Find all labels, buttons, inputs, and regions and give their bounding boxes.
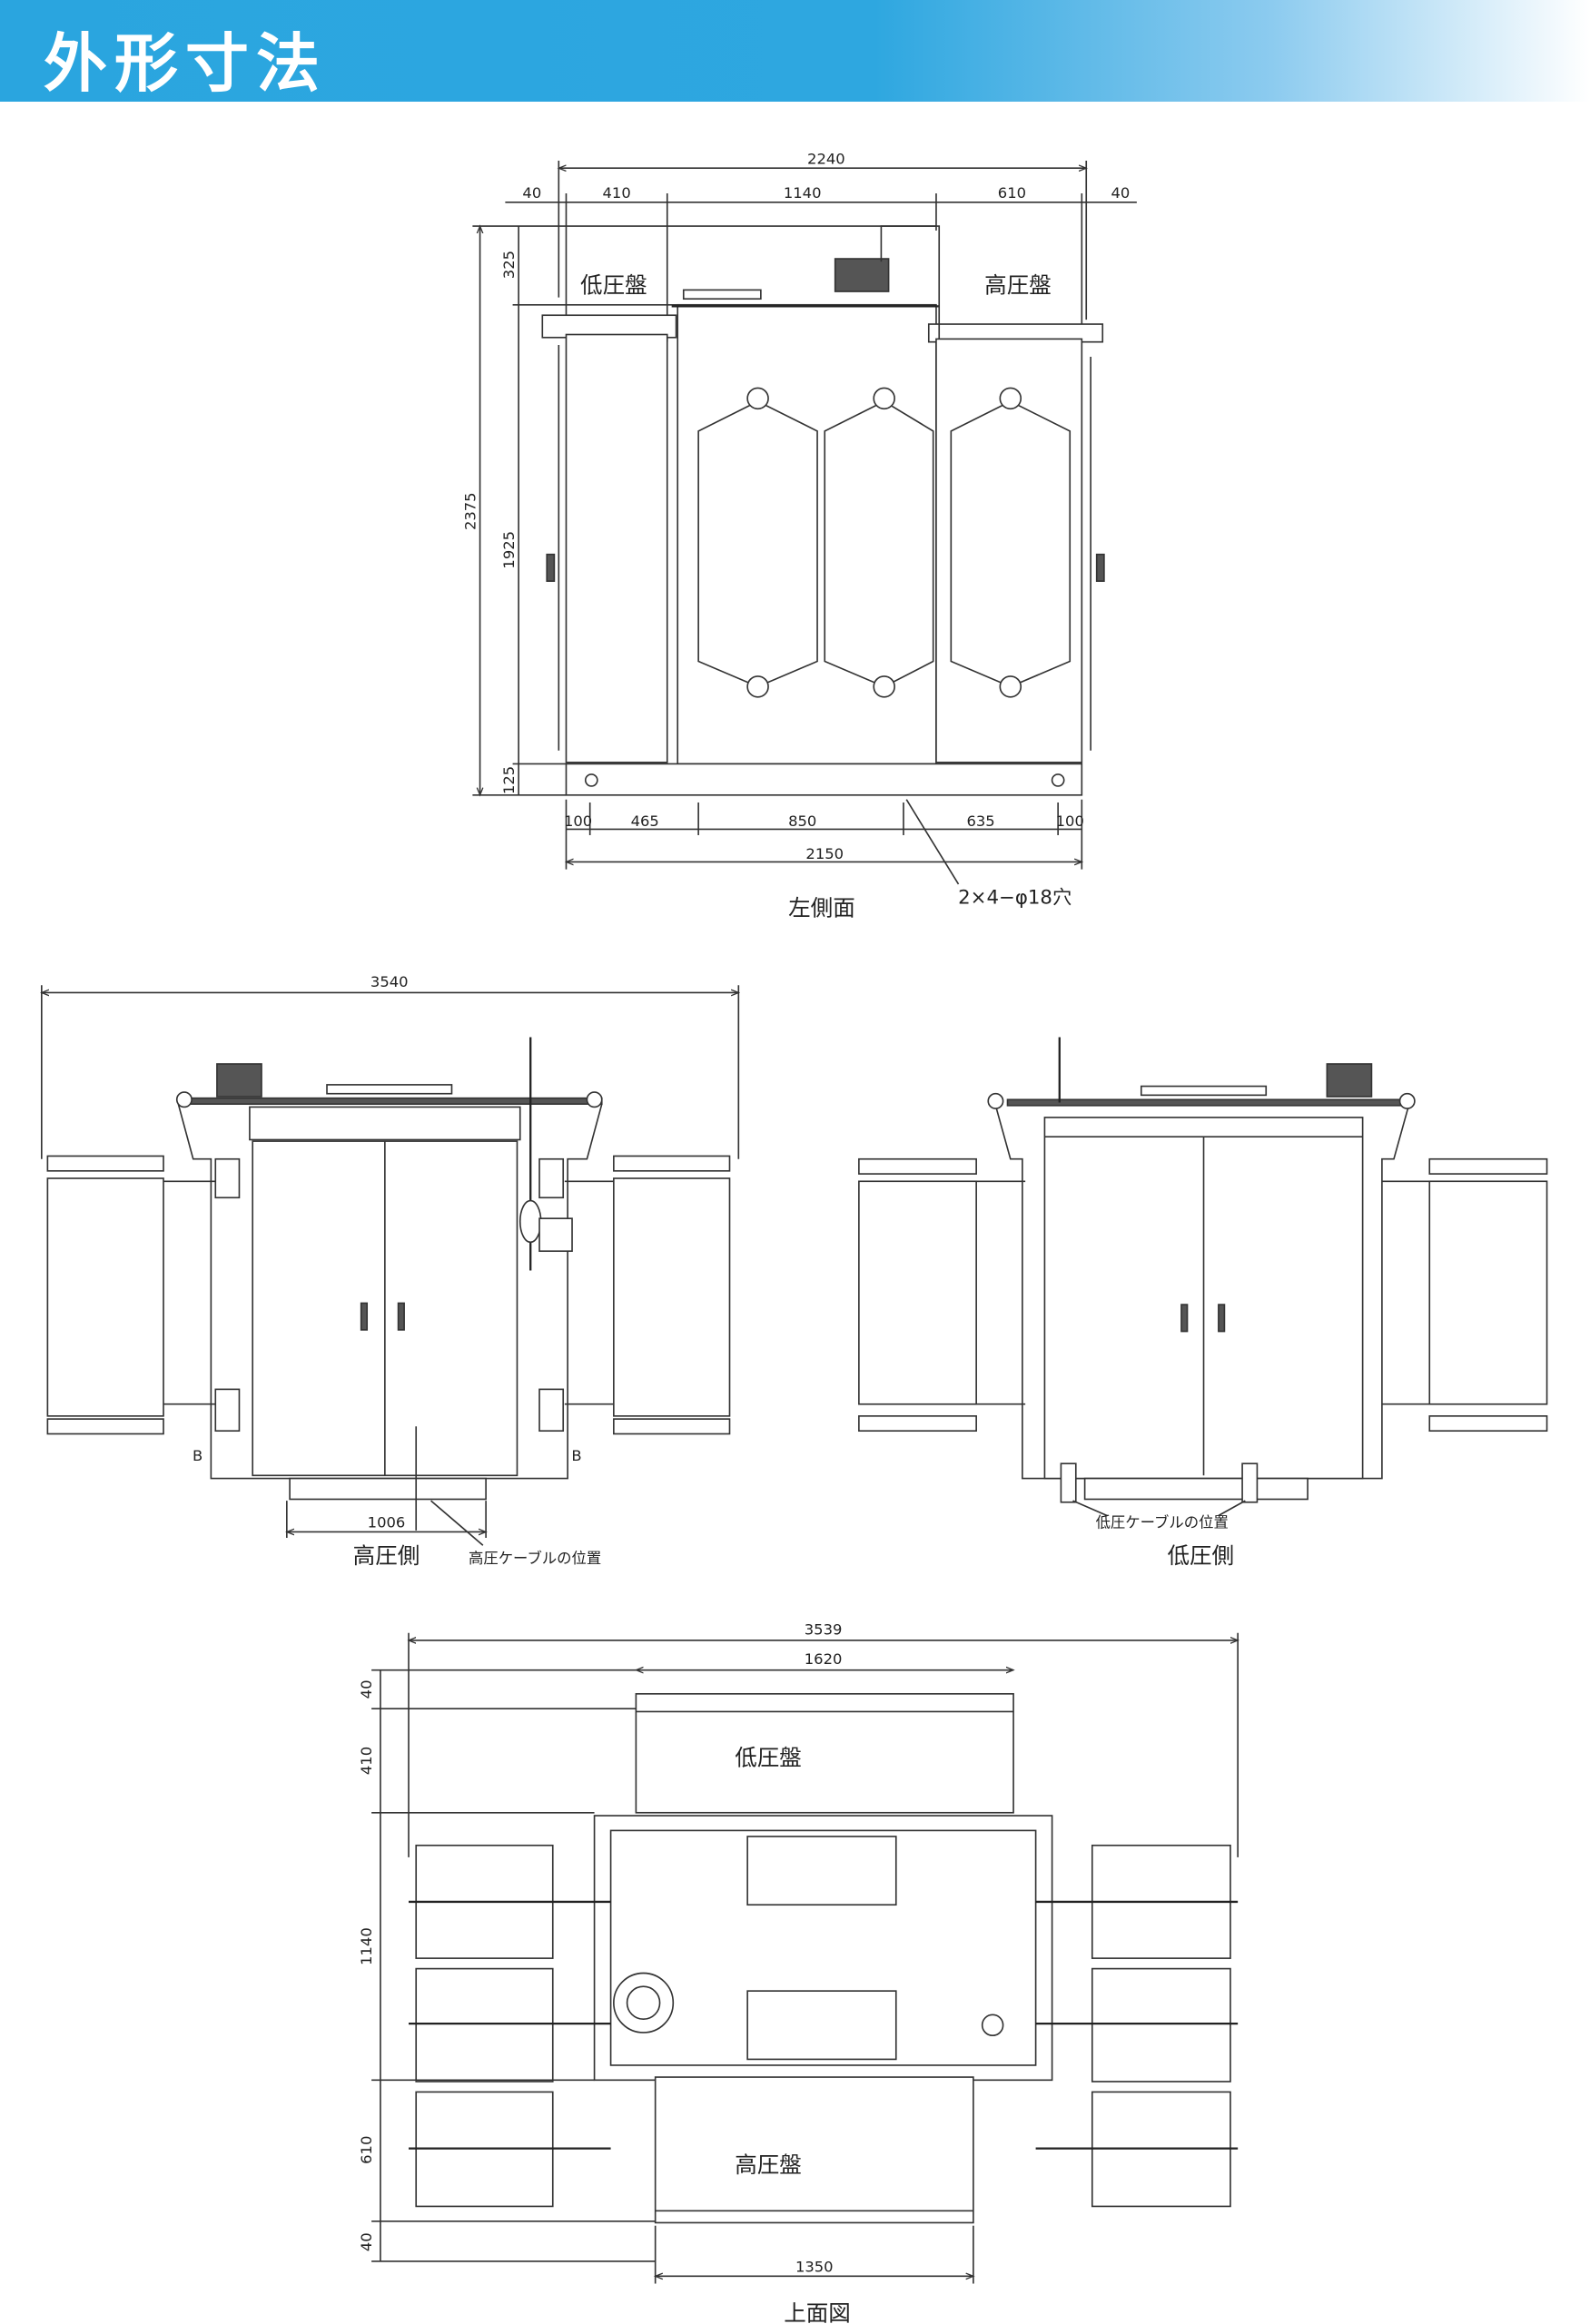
dim-bottom-part: 635 — [966, 812, 994, 830]
view-caption: 左側面 — [788, 894, 855, 921]
radiator — [950, 387, 1072, 698]
dim-overall-width: 3540 — [370, 973, 409, 990]
cable-position — [1060, 1462, 1077, 1503]
high-side-view: 3540 B B 1006 高圧側 高圧ケーブルの位置 — [42, 973, 738, 1569]
radiator — [697, 387, 818, 698]
hole-note: 2×4−φ18穴 — [958, 886, 1072, 909]
door-handle — [1095, 553, 1105, 582]
dim-overall-height: 2375 — [462, 492, 479, 530]
anchor-hole — [1051, 773, 1065, 787]
door-handle — [546, 553, 556, 582]
manhole-cover — [746, 1836, 897, 1906]
top-plate — [1006, 1098, 1413, 1107]
section-mark: B — [571, 1447, 581, 1464]
low-side-view: 低圧ケーブルの位置 低圧側 — [858, 1037, 1548, 1569]
anchor-hole — [584, 773, 598, 787]
manhole-cover — [746, 1990, 897, 2061]
dim-top-part: 610 — [998, 184, 1026, 202]
dim-vertical-part: 410 — [358, 1747, 375, 1775]
cable-note: 低圧ケーブルの位置 — [1096, 1514, 1229, 1531]
dim-vertical-part: 40 — [358, 1680, 375, 1699]
dim-vertical-part: 40 — [358, 2232, 375, 2251]
dim-top-part: 1140 — [784, 184, 822, 202]
manhole-cover — [1140, 1085, 1268, 1097]
dim-overall-width: 2240 — [807, 150, 845, 167]
high-voltage-panel — [654, 2076, 974, 2224]
dim-vertical-part: 1925 — [500, 531, 518, 569]
section-mark: B — [193, 1447, 202, 1464]
top-frame — [249, 1106, 521, 1141]
door-handle — [397, 1302, 405, 1331]
view-caption: 上面図 — [784, 2299, 851, 2324]
radiator — [824, 387, 934, 698]
dim-vertical-part: 325 — [500, 251, 518, 279]
dim-low-panel-width: 1620 — [805, 1650, 843, 1668]
pressure-relief-device — [1326, 1063, 1373, 1098]
door-handle — [360, 1302, 369, 1331]
pressure-relief-device — [216, 1063, 262, 1098]
dim-high-panel-width: 1350 — [795, 2258, 834, 2275]
pressure-relief-device — [834, 258, 890, 292]
low-panel-label: 低圧盤 — [580, 272, 647, 299]
top-plate — [184, 1097, 603, 1105]
page-header: 外形寸法 — [0, 0, 1590, 102]
page-title: 外形寸法 — [44, 26, 327, 101]
base — [289, 1477, 487, 1501]
cable-note: 高圧ケーブルの位置 — [469, 1550, 601, 1567]
oil-level-gauge — [981, 2014, 1004, 2037]
radiators-right — [1035, 1844, 1239, 2208]
dim-base-width: 2150 — [805, 845, 844, 862]
cable-position — [1241, 1462, 1259, 1503]
dim-bottom-part: 100 — [1056, 812, 1084, 830]
dim-bottom-part: 100 — [564, 812, 592, 830]
dim-top-part: 40 — [1111, 184, 1130, 202]
dim-bottom-part: 465 — [631, 812, 659, 830]
door-handle — [1218, 1304, 1226, 1333]
low-panel-label: 低圧盤 — [735, 1744, 802, 1770]
view-caption: 低圧側 — [1167, 1542, 1234, 1569]
radiator-left — [46, 1155, 241, 1435]
dim-vertical-part: 1140 — [358, 1927, 375, 1965]
transformer-tank — [676, 303, 937, 765]
radiator-fins — [697, 387, 1072, 698]
door-handle — [1180, 1304, 1189, 1333]
base-frame — [565, 763, 1083, 796]
dim-ext-lines — [558, 161, 1088, 342]
dim-base-width: 1006 — [368, 1514, 406, 1531]
radiator-right — [538, 1155, 731, 1435]
view-caption: 高圧側 — [353, 1542, 420, 1569]
dim-top-part: 410 — [603, 184, 631, 202]
low-voltage-panel — [635, 1693, 1014, 1814]
dim-overall-width: 3539 — [805, 1620, 843, 1638]
radiator-right — [1381, 1157, 1548, 1433]
manhole-cover — [682, 289, 762, 300]
left-side-view: 2240 40 410 1140 610 40 2375 325 1925 12… — [462, 150, 1137, 921]
base — [1083, 1477, 1309, 1501]
dim-vertical-part: 610 — [358, 2136, 375, 2164]
top-view: 3539 1620 低圧盤 高圧盤 1350 40 410 1140 610 — [358, 1620, 1238, 2324]
radiator-left — [858, 1157, 1026, 1433]
manhole-cover — [326, 1084, 453, 1095]
high-panel-label: 高圧盤 — [735, 2152, 802, 2178]
radiators-left — [409, 1844, 611, 2208]
low-voltage-panel — [565, 333, 668, 763]
dim-vertical-part: 125 — [500, 766, 518, 794]
conduit-pipe — [880, 225, 941, 340]
high-panel-label: 高圧盤 — [984, 272, 1052, 299]
dim-top-part: 40 — [522, 184, 541, 202]
dim-bottom-part: 850 — [788, 812, 816, 830]
leader-line — [905, 799, 960, 885]
